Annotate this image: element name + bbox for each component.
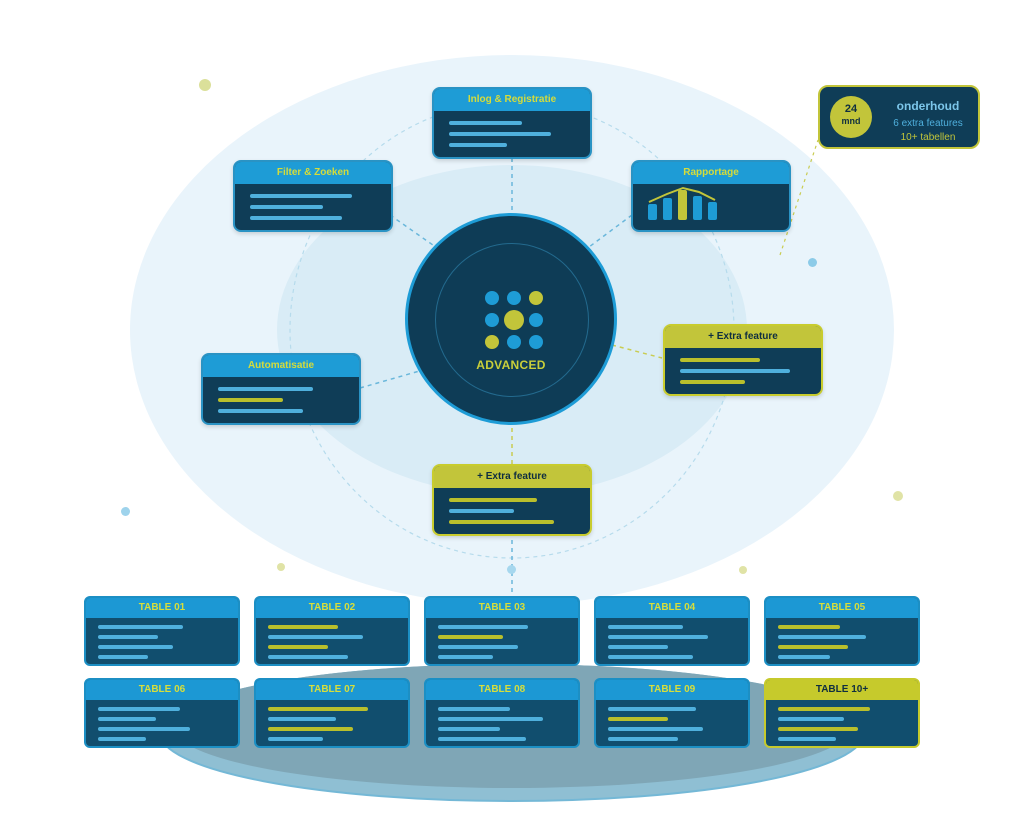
- badge-line-1: 6 extra features: [893, 118, 963, 129]
- feature-title: + Extra feature: [434, 466, 590, 488]
- feature-card-rapportage: Rapportage: [631, 160, 791, 232]
- table-card: TABLE 01: [84, 596, 240, 666]
- table-title: TABLE 01: [86, 598, 238, 618]
- table-card: TABLE 10+: [764, 678, 920, 748]
- table-title: TABLE 07: [256, 680, 408, 700]
- decor-dot: [507, 565, 516, 574]
- bar-chart-icon: [648, 186, 717, 220]
- table-card: TABLE 04: [594, 596, 750, 666]
- months-unit: mnd: [841, 116, 861, 126]
- badge-line-2: 10+ tabellen: [900, 132, 956, 143]
- table-card: TABLE 08: [424, 678, 580, 748]
- grid-logo-icon: [485, 291, 543, 349]
- table-card: TABLE 07: [254, 678, 410, 748]
- table-card: TABLE 09: [594, 678, 750, 748]
- center-label: ADVANCED: [476, 358, 546, 372]
- table-title: TABLE 03: [426, 598, 578, 618]
- table-card: TABLE 05: [764, 596, 920, 666]
- maintenance-badge: 24 mnd onderhoud 6 extra features 10+ ta…: [818, 85, 980, 149]
- feature-title: Rapportage: [633, 162, 789, 184]
- decor-dot: [199, 79, 211, 91]
- feature-title: Automatisatie: [203, 355, 359, 377]
- table-title: TABLE 10+: [766, 680, 918, 700]
- feature-card-extra-bottom: + Extra feature: [432, 464, 592, 536]
- decor-dot: [277, 563, 285, 571]
- table-title: TABLE 02: [256, 598, 408, 618]
- center-hub: ADVANCED: [405, 213, 617, 425]
- decor-dot: [893, 491, 903, 501]
- feature-card-inlog: Inlog & Registratie: [432, 87, 592, 159]
- table-card: TABLE 06: [84, 678, 240, 748]
- table-title: TABLE 04: [596, 598, 748, 618]
- feature-card-extra-right: + Extra feature: [663, 324, 823, 396]
- table-title: TABLE 05: [766, 598, 918, 618]
- table-title: TABLE 09: [596, 680, 748, 700]
- feature-card-filter: Filter & Zoeken: [233, 160, 393, 232]
- decor-dot: [739, 566, 747, 574]
- feature-card-automatisatie: Automatisatie: [201, 353, 361, 425]
- table-card: TABLE 02: [254, 596, 410, 666]
- months-number: 24: [844, 103, 858, 115]
- feature-title: + Extra feature: [665, 326, 821, 348]
- feature-title: Inlog & Registratie: [434, 89, 590, 111]
- badge-title: onderhoud: [896, 99, 960, 113]
- feature-title: Filter & Zoeken: [235, 162, 391, 184]
- decor-dot: [808, 258, 817, 267]
- table-title: TABLE 08: [426, 680, 578, 700]
- months-circle: 24 mnd: [830, 96, 872, 138]
- table-card: TABLE 03: [424, 596, 580, 666]
- table-title: TABLE 06: [86, 680, 238, 700]
- decor-dot: [121, 507, 130, 516]
